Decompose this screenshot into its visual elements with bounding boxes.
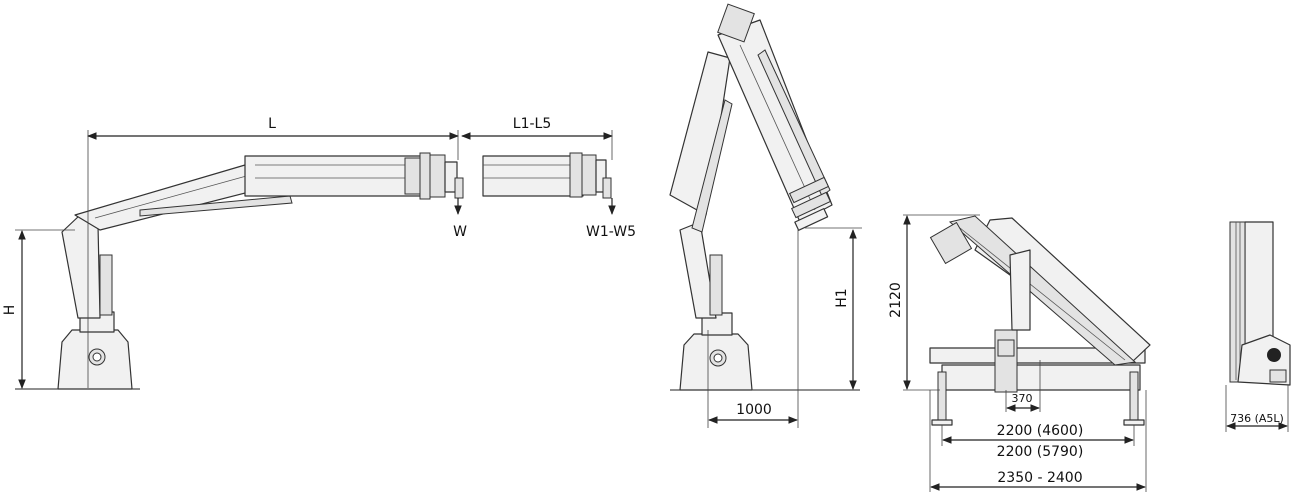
folded-outer-boom [948, 215, 1137, 366]
side-raised-view: H1 1000 [669, 3, 862, 428]
stabilizer-beam [941, 364, 1141, 391]
label-370: 370 [1012, 392, 1033, 405]
label-L: L [268, 116, 276, 132]
truck-frame [929, 347, 1146, 364]
main-cylinder [99, 254, 113, 316]
front-base-hole [1267, 348, 1281, 362]
stabilizer-leg-right [1129, 371, 1139, 421]
crane-column [61, 214, 101, 319]
column-3 [994, 329, 1018, 393]
label-2350-2400: 2350 - 2400 [997, 470, 1082, 486]
label-L1-L5: L1-L5 [513, 116, 551, 132]
label-736-a5l: 736 (A5L) [1230, 412, 1284, 425]
label-W: W [453, 224, 467, 240]
side-extended-view: L L1-L5 W W1-W5 H [2, 116, 636, 390]
front-view: 736 (A5L) [1225, 221, 1291, 432]
folded-view: 2120 370 2200 (4600) 2200 (5790) 2350 - … [888, 214, 1151, 492]
label-W1-W5: W1-W5 [586, 224, 636, 240]
label-H1: H1 [834, 288, 850, 307]
stabilizer-leg-left [937, 371, 947, 421]
label-2200-4600: 2200 (4600) [997, 423, 1084, 439]
label-1000: 1000 [736, 402, 772, 418]
boom-tip [444, 161, 458, 193]
label-2120: 2120 [888, 282, 904, 318]
label-H: H [2, 305, 18, 316]
boom-cylinder [139, 195, 293, 217]
extension-boom [482, 155, 584, 197]
label-2200-5790: 2200 (5790) [997, 444, 1084, 460]
